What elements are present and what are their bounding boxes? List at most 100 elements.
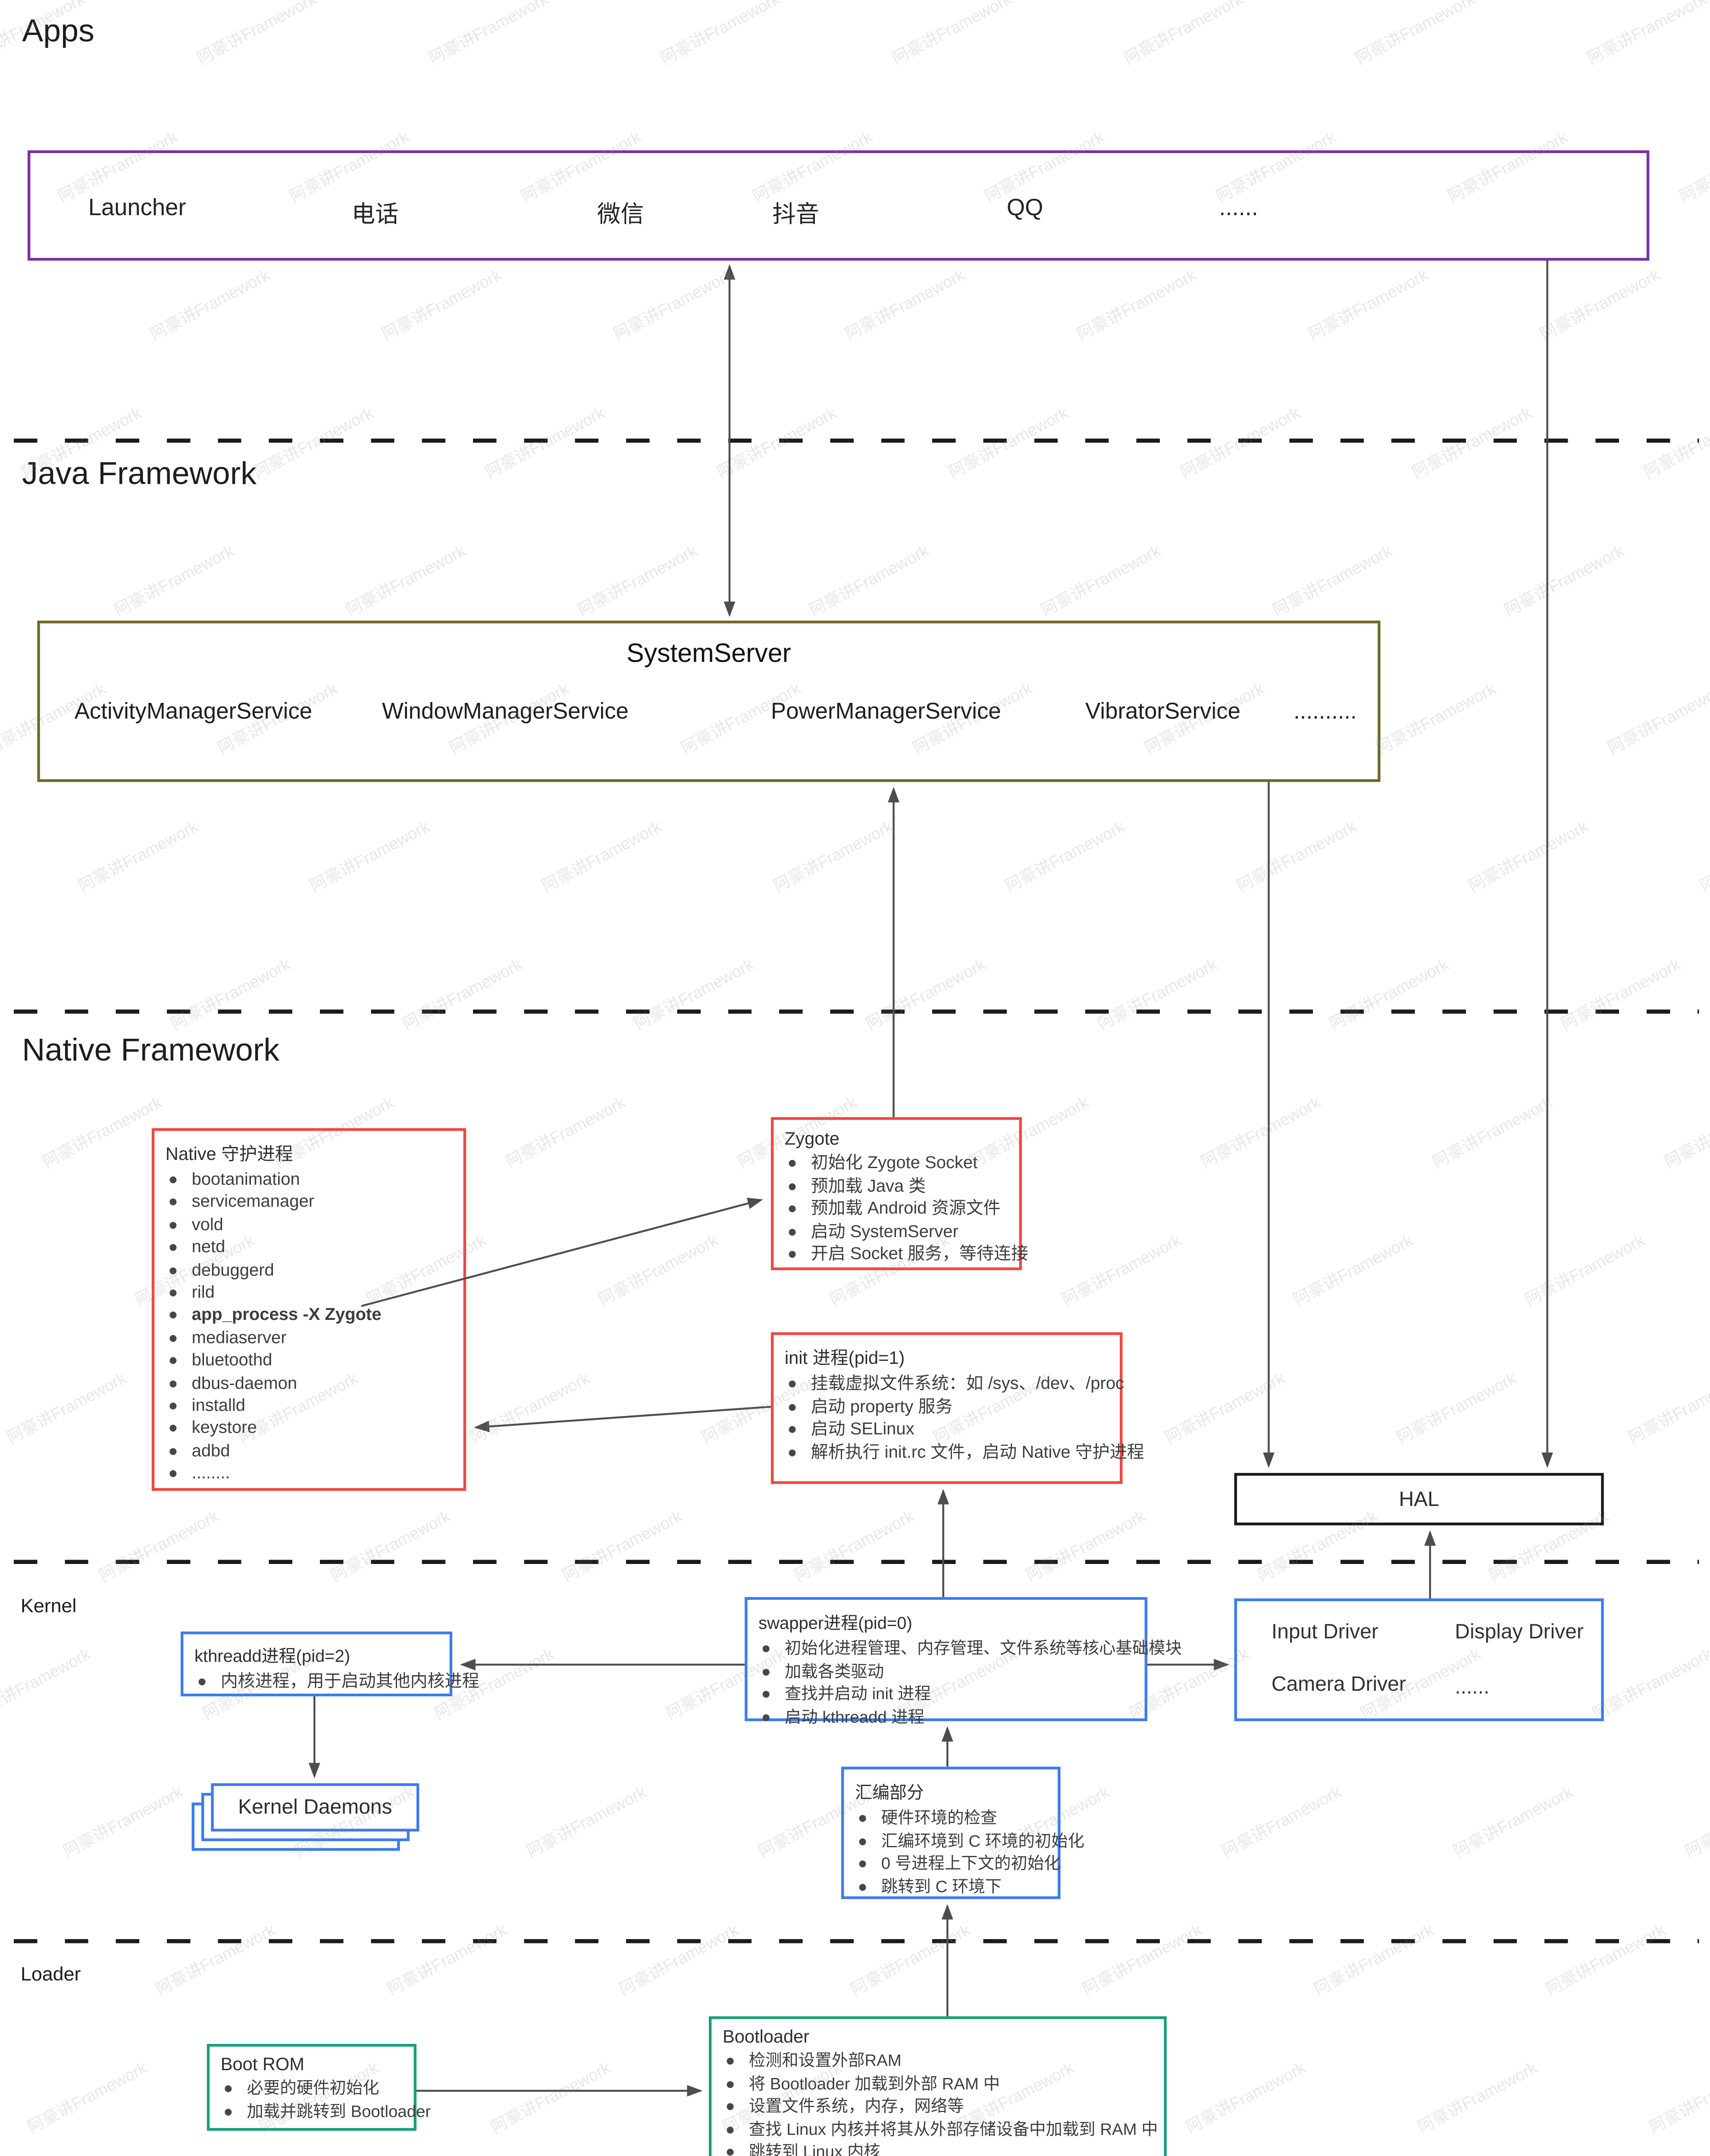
watermark-text: 阿豪讲Framework [60,1782,186,1861]
service-power-manager: PowerManagerService [770,699,1001,724]
init-process-box: init 进程(pid=1) 挂载虚拟文件系统：如 /sys、/dev、/pro… [770,1332,1144,1484]
watermark-text: 阿豪讲Framework [1094,955,1221,1034]
bootloader-box: Bootloader 检测和设置外部RAM 将 Bootloader 加载到外部… [708,2016,1167,2156]
watermark-text: 阿豪讲Framework [1234,817,1360,896]
watermark-text: 阿豪讲Framework [1646,2058,1710,2137]
watermark-text: 阿豪讲Framework [1120,0,1247,69]
boot-rom-title: Boot ROM [220,2053,304,2075]
watermark-text: 阿豪讲Framework [1290,1230,1416,1310]
watermark-text: 阿豪讲Framework [631,955,757,1034]
layer-label-java-framework: Java Framework [22,455,257,491]
watermark-text: 阿豪讲Framework [889,0,1015,69]
watermark-text: 阿豪讲Framework [1182,2058,1309,2137]
watermark-text: 阿豪讲Framework [842,265,968,345]
watermark-text: 阿豪讲Framework [539,817,665,896]
watermark-text: 阿豪讲Framework [39,1092,166,1172]
list-item: 将 Bootloader 加载到外部 RAM 中 [711,2072,1164,2095]
list-item: servicemanager [154,1191,463,1213]
init-list: 挂载虚拟文件系统：如 /sys、/dev、/proc 启动 property 服… [774,1372,1144,1463]
watermark-text: 阿豪讲Framework [1676,127,1710,207]
list-item: 初始化进程管理、内存管理、文件系统等核心基础模块 [748,1637,1182,1660]
assembly-box: 汇编部分 硬件环境的检查 汇编环境到 C 环境的初始化 0 号进程上下文的初始化… [841,1767,1084,1899]
watermark-text: 阿豪讲Framework [3,1368,130,1448]
watermark-text: 阿豪讲Framework [559,1506,686,1586]
list-item: ........ [154,1462,463,1485]
watermark-text: 阿豪讲Framework [1537,265,1663,345]
list-item: bluetoothd [154,1349,463,1372]
watermark-text: 阿豪讲Framework [523,1782,650,1861]
watermark-text: 阿豪讲Framework [425,0,552,69]
list-item: 跳转到 C 环境下 [844,1875,1058,1898]
watermark-text: 阿豪讲Framework [503,1092,629,1172]
watermark-text: 阿豪讲Framework [487,2058,614,2137]
bootloader-title: Bootloader [722,2026,810,2047]
apps-box: Launcher 电话 微信 抖音 QQ ...... [27,150,1650,261]
watermark-text: 阿豪讲Framework [595,1230,721,1310]
watermark-text: 阿豪讲Framework [1697,817,1710,896]
list-item: 挂载虚拟文件系统：如 /sys、/dev、/proc [774,1372,1124,1395]
kernel-daemons-title: Kernel Daemons [238,1796,392,1819]
watermark-text: 阿豪讲Framework [1218,1782,1345,1861]
watermark-text: 阿豪讲Framework [574,541,701,620]
bootloader-list: 检测和设置外部RAM 将 Bootloader 加载到外部 RAM 中 设置文件… [711,2049,1164,2156]
watermark-text: 阿豪讲Framework [1604,679,1710,758]
list-item: 0 号进程上下文的初始化 [844,1852,1061,1875]
service-window-manager: WindowManagerService [382,699,629,724]
boot-rom-list: 必要的硬件初始化 加载并跳转到 Bootloader [210,2077,431,2123]
watermark-text: 阿豪讲Framework [1465,817,1591,896]
kernel-daemons-box: Kernel Daemons [211,1783,420,1832]
watermark-text: 阿豪讲Framework [1352,0,1478,69]
driver-input: Input Driver [1271,1620,1378,1644]
watermark-text: 阿豪讲Framework [1198,1092,1324,1172]
watermark-text: 阿豪讲Framework [1074,265,1200,345]
driver-more: ...... [1455,1676,1490,1699]
list-item: adbd [154,1440,463,1462]
watermark-text: 阿豪讲Framework [616,1920,742,1999]
list-item: installd [154,1395,463,1417]
assembly-title: 汇编部分 [855,1783,924,1803]
layer-label-native-framework: Native Framework [22,1031,280,1068]
watermark-text: 阿豪讲Framework [1079,1920,1206,1999]
list-item: 加载各类驱动 [748,1660,1145,1683]
watermark-text: 阿豪讲Framework [0,1644,94,1724]
watermark-text: 阿豪讲Framework [24,2058,150,2137]
service-vibrator: VibratorService [1085,699,1240,724]
watermark-text: 阿豪讲Framework [147,265,273,345]
native-daemons-box: Native 守护进程 bootanimation servicemanager… [151,1128,467,1491]
watermark-text: 阿豪讲Framework [806,541,932,620]
watermark-text: 阿豪讲Framework [1038,541,1164,620]
list-item: 启动 property 服务 [774,1395,1120,1418]
swapper-list: 初始化进程管理、内存管理、文件系统等核心基础模块 加载各类驱动 查找并启动 in… [748,1637,1182,1728]
watermark-text: 阿豪讲Framework [1373,679,1499,758]
watermark-text: 阿豪讲Framework [343,541,469,620]
watermark-text: 阿豪讲Framework [1589,1644,1710,1724]
list-item: vold [154,1213,463,1236]
watermark-text: 阿豪讲Framework [1501,541,1627,620]
watermark-text: 阿豪讲Framework [399,955,526,1034]
watermark-text: 阿豪讲Framework [327,1506,454,1586]
watermark-text: 阿豪讲Framework [75,817,201,896]
zygote-list: 初始化 Zygote Socket 预加载 Java 类 预加载 Android… [774,1152,1028,1266]
list-item: 启动 SELinux [774,1418,1120,1441]
list-item: 预加载 Android 资源文件 [774,1197,1019,1220]
list-item: 设置文件系统，内存，网络等 [711,2095,1164,2118]
watermark-text: 阿豪讲Framework [1429,1092,1556,1172]
watermark-text: 阿豪讲Framework [1002,817,1128,896]
watermark-text: 阿豪讲Framework [1414,2058,1541,2137]
list-item: 查找并启动 init 进程 [748,1683,1145,1705]
watermark-text: 阿豪讲Framework [1269,541,1396,620]
watermark-text: 阿豪讲Framework [1394,1368,1520,1448]
watermark-text: 阿豪讲Framework [1162,1368,1288,1448]
watermark-text: 阿豪讲Framework [1625,1368,1710,1448]
watermark-text: 阿豪讲Framework [610,265,736,345]
layer-label-loader: Loader [20,1962,81,1985]
system-server-title: SystemServer [626,640,791,669]
list-item: 硬件环境的检查 [844,1807,1058,1830]
app-item-more: ...... [1219,194,1259,221]
list-item: debuggerd [154,1259,463,1281]
watermark-text: 阿豪讲Framework [791,1506,917,1586]
watermark-text: 阿豪讲Framework [1311,1920,1437,1999]
zygote-title: Zygote [784,1128,840,1149]
native-daemons-title: Native 守护进程 [165,1143,293,1164]
list-item: 加载并跳转到 Bootloader [210,2100,431,2123]
